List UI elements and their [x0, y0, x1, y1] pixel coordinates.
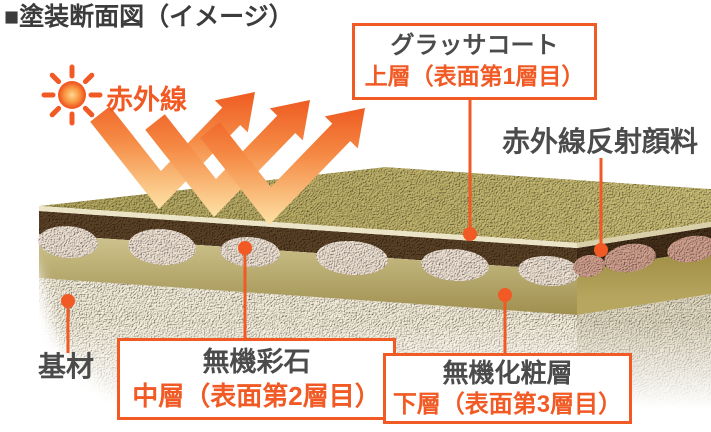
substrate-callout-dot — [61, 294, 75, 308]
glassa-callout-dot — [463, 227, 477, 241]
page-title: ■塗装断面図（イメージ） — [4, 3, 294, 31]
glassa-coat-name: グラッサコート — [390, 32, 559, 60]
label-box-glassa-coat: グラッサコート 上層（表面第1層目） — [352, 23, 597, 100]
makeup-callout-dot — [498, 288, 512, 302]
inorganic-stones — [38, 225, 711, 287]
label-box-inorganic-makeup: 無機化粧層 下層（表面第3層目） — [383, 353, 632, 424]
callout-connectors — [61, 100, 608, 355]
inorganic-stone-layer: 中層（表面第2層目） — [132, 380, 381, 411]
inorganic-makeup-layer: 下層（表面第3層目） — [392, 390, 623, 418]
pigment-label: 赤外線反射顔料 — [502, 126, 699, 157]
sun-icon — [41, 64, 103, 126]
infrared-reflection-arrows — [90, 92, 365, 225]
inorganic-stone-name: 無機彩石 — [202, 347, 311, 378]
inorganic-makeup-name: 無機化粧層 — [442, 357, 573, 388]
label-box-inorganic-stone: 無機彩石 中層（表面第2層目） — [117, 338, 396, 420]
substrate-label: 基材 — [38, 351, 95, 382]
infrared-arrow — [145, 100, 310, 217]
clear-coat-edge-right — [577, 222, 711, 248]
pigment-callout-dot — [594, 243, 608, 257]
stone-callout-dot — [238, 241, 252, 255]
infrared-arrow — [200, 108, 365, 225]
glassa-coat-layer: 上層（表面第1層目） — [364, 63, 585, 90]
infrared-label: 赤外線 — [106, 85, 187, 115]
top-coat-surface — [39, 167, 711, 243]
clear-coat-edge-front — [39, 206, 577, 248]
